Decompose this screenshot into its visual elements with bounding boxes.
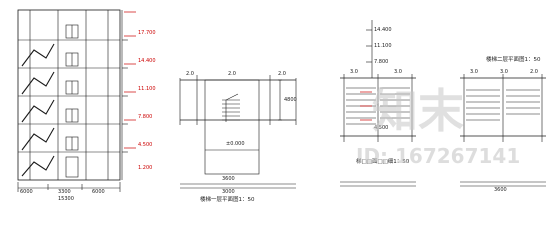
building-elevation bbox=[17, 9, 136, 192]
watermark-brand: 知末 bbox=[372, 84, 464, 138]
elev-level-6: 17.700 bbox=[138, 30, 156, 36]
elev-level-1: 1.200 bbox=[138, 165, 153, 171]
plan2-dim-top-2: 3.0 bbox=[500, 69, 508, 75]
plan2-treads bbox=[466, 89, 540, 121]
section-level-2: 11.100 bbox=[374, 43, 392, 49]
elev-total-dim: 15300 bbox=[58, 196, 74, 202]
section-caption: 梯□□面□□细1：50 bbox=[356, 159, 410, 165]
elev-level-5: 14.400 bbox=[138, 58, 156, 64]
plan1-dim-top-2: 2.0 bbox=[228, 71, 236, 77]
plan1-dim-top-1: 2.0 bbox=[186, 71, 194, 77]
elev-level-2: 4.500 bbox=[138, 142, 153, 148]
plan1-dim-bottom-2: 3000 bbox=[222, 189, 235, 195]
plan1-level: ±0.000 bbox=[226, 141, 245, 147]
elev-dim-3: 6000 bbox=[92, 189, 105, 195]
stair-section bbox=[340, 20, 416, 187]
drawing-sheet: 6000 3300 6000 15300 1.200 4.500 7.800 1… bbox=[17, 9, 546, 203]
stair-plan-2 bbox=[460, 74, 546, 187]
plan1-dim-top-3: 2.0 bbox=[278, 71, 286, 77]
elev-dim-2: 3300 bbox=[58, 189, 71, 195]
plan2-dim-bottom: 3600 bbox=[494, 187, 507, 193]
stair-plan-1 bbox=[179, 75, 297, 189]
plan2-dim-top-3: 2.0 bbox=[530, 69, 538, 75]
windows bbox=[65, 24, 79, 178]
stair-zigzag bbox=[21, 43, 55, 177]
stair-run bbox=[222, 93, 240, 122]
cad-drawing bbox=[17, 9, 546, 192]
section-dim-top-2: 3.0 bbox=[394, 69, 402, 75]
plan2-caption: 楼梯二层平面图1：50 bbox=[486, 57, 541, 63]
plan1-side-dim: 4800 bbox=[284, 97, 297, 103]
watermark-id: ID: 167267141 bbox=[356, 144, 521, 168]
section-level-4: 4.500 bbox=[374, 125, 389, 131]
red-marks bbox=[124, 11, 136, 149]
plan1-dim-bottom-1: 3600 bbox=[222, 176, 235, 182]
elev-level-4: 11.100 bbox=[138, 86, 156, 92]
section-red-marks bbox=[360, 91, 372, 121]
section-level-1: 14.400 bbox=[374, 27, 392, 33]
plan2-dim-top-1: 3.0 bbox=[470, 69, 478, 75]
elev-dim-1: 6000 bbox=[20, 189, 33, 195]
level-markers bbox=[17, 10, 128, 192]
section-level-3: 7.800 bbox=[374, 59, 389, 65]
plan1-caption: 楼梯一层平面图1：50 bbox=[200, 197, 255, 203]
elev-level-3: 7.800 bbox=[138, 114, 153, 120]
section-dim-top-1: 3.0 bbox=[350, 69, 358, 75]
